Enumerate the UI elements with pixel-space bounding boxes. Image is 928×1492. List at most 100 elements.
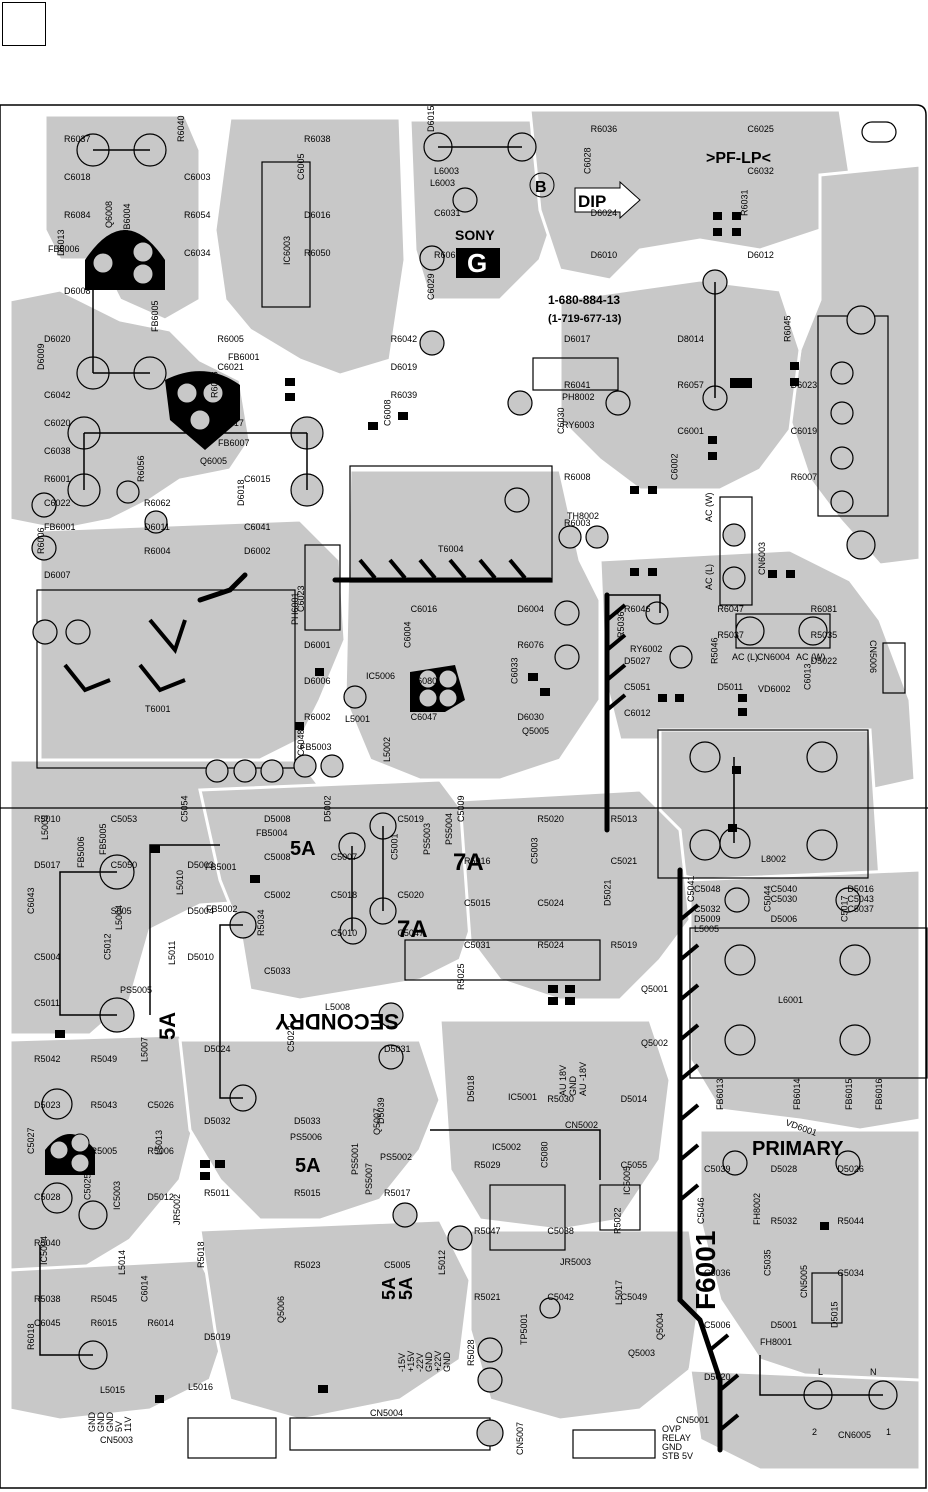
ref-designator: R5021 bbox=[474, 1292, 501, 1302]
ref-designator: D6016 bbox=[304, 210, 331, 220]
ref-designator: C6001 bbox=[677, 426, 704, 436]
ps5003-label: PS5003 bbox=[422, 823, 432, 855]
ref-designator: R5015 bbox=[294, 1188, 321, 1198]
ref-designator: C5002 bbox=[264, 890, 291, 900]
ref-designator: C5041 bbox=[686, 875, 696, 902]
ref-designator: R5035 bbox=[811, 630, 838, 640]
ref-designator: C5050 bbox=[111, 860, 138, 870]
ref-designator: D6011 bbox=[144, 522, 170, 532]
cn5007-label: CN5007 bbox=[515, 1422, 525, 1455]
cn5002-label: CN5002 bbox=[565, 1120, 598, 1130]
ps5006-label: PS5006 bbox=[290, 1132, 322, 1142]
fb6004-label: FB6004 bbox=[122, 203, 132, 235]
ref-designator: R6039 bbox=[391, 390, 418, 400]
l6003-label: L6003 bbox=[430, 178, 455, 188]
ref-designator: R6018 bbox=[26, 1323, 36, 1350]
ref-designator: C5019 bbox=[397, 814, 424, 824]
ic5003-label: IC5003 bbox=[112, 1181, 122, 1210]
ref-designator: D5017 bbox=[34, 860, 61, 870]
ref-designator: R6062 bbox=[144, 498, 171, 508]
ref-designator: C6041 bbox=[244, 522, 271, 532]
ref-designator: D6015 bbox=[426, 105, 436, 132]
fb5006-label: FB5006 bbox=[76, 836, 86, 868]
ref-designator: R6041 bbox=[564, 380, 591, 390]
th8002-label: TH8002 bbox=[567, 511, 599, 521]
ref-designator: D5012 bbox=[147, 1192, 174, 1202]
q5004-label: Q5004 bbox=[655, 1313, 665, 1340]
ref-designator: C5037 bbox=[847, 904, 874, 914]
current-label-3: 7A bbox=[397, 916, 428, 943]
ref-designator: R6042 bbox=[391, 334, 418, 344]
cn5002-pin-1: AU 18V bbox=[558, 1065, 568, 1096]
ref-designator: D6001 bbox=[304, 640, 331, 650]
fb6014-label: FB6014 bbox=[792, 1078, 802, 1110]
ref-designator: R5034 bbox=[256, 909, 266, 936]
cn5004-pin-5: +22V bbox=[433, 1351, 443, 1372]
ref-designator: C5040 bbox=[771, 884, 798, 894]
ref-designator: C6031 bbox=[434, 208, 461, 218]
ps5002-label: PS5002 bbox=[380, 1152, 412, 1162]
ref-designator: L5005 bbox=[694, 924, 719, 934]
cn6003-pin-acl: AC (L) bbox=[704, 564, 714, 590]
cn5004-pin-1: -15V bbox=[397, 1353, 407, 1372]
ref-designator: D5011 bbox=[717, 682, 743, 692]
ref-designator: C5021 bbox=[611, 856, 638, 866]
ref-designator: C6042 bbox=[44, 390, 71, 400]
ref-designator: C6032 bbox=[747, 166, 774, 176]
ref-designator: R5032 bbox=[771, 1216, 798, 1226]
fuse-label: F6001 bbox=[690, 1231, 721, 1310]
ref-designator: D5022 bbox=[811, 656, 838, 666]
ref-designator: R6084 bbox=[64, 210, 91, 220]
ref-designator: R5049 bbox=[91, 1054, 118, 1064]
q5003-label: Q5003 bbox=[628, 1348, 655, 1358]
l5014-label: L5014 bbox=[117, 1250, 127, 1275]
ref-designator: R6063 bbox=[434, 250, 461, 260]
ref-designator: R6008 bbox=[564, 472, 591, 482]
l5008-label: L5008 bbox=[325, 1002, 350, 1012]
board-letter-badge bbox=[456, 248, 500, 278]
ref-designator: R6040 bbox=[176, 115, 186, 142]
ref-designator: R6045 bbox=[783, 315, 793, 342]
ref-designator: R6002 bbox=[304, 712, 331, 722]
ref-designator: D6023 bbox=[791, 380, 818, 390]
l5016-label: L5016 bbox=[188, 1382, 213, 1392]
ref-designator: C5046 bbox=[696, 1197, 706, 1224]
ref-designator: D5019 bbox=[204, 1332, 231, 1342]
ref-designator: C5010 bbox=[331, 928, 358, 938]
ref-designator: R6004 bbox=[144, 546, 171, 556]
cn5001-pin-3: GND bbox=[662, 1442, 683, 1452]
ref-designator: C6047 bbox=[411, 712, 438, 722]
ref-designator: C5011 bbox=[34, 998, 60, 1008]
ref-designator: D8014 bbox=[677, 334, 704, 344]
hatch-marks bbox=[63, 558, 740, 1432]
cn5003-pin-4: 5V bbox=[114, 1421, 124, 1432]
ref-designator: R6080 bbox=[411, 676, 438, 686]
ref-designator: R6031 bbox=[739, 189, 749, 216]
cn5003-pin-1: GND bbox=[87, 1412, 97, 1433]
ref-designator: C6034 bbox=[184, 248, 211, 258]
ref-designator: D5015 bbox=[829, 1301, 839, 1328]
smd-parts bbox=[55, 212, 829, 1403]
ry6002-label: RY6002 bbox=[630, 644, 662, 654]
ref-designator: C5022 bbox=[286, 1025, 296, 1052]
l5013-label: L5013 bbox=[154, 1130, 164, 1155]
ref-designator: D5033 bbox=[294, 1116, 321, 1126]
ref-designator: C5020 bbox=[397, 890, 424, 900]
ref-designator: D5008 bbox=[264, 814, 291, 824]
ref-designator: C6020 bbox=[44, 418, 71, 428]
ic5005-label: IC5005 bbox=[622, 1166, 632, 1195]
ref-designator: C6017 bbox=[217, 418, 244, 428]
cn5003-pin-5: 11V bbox=[123, 1417, 133, 1432]
ref-designator: D6008 bbox=[64, 286, 91, 296]
ref-designator: C6021 bbox=[217, 362, 244, 372]
ref-designator: R5024 bbox=[537, 940, 564, 950]
ref-designator: C5025 bbox=[83, 1173, 93, 1200]
fb6016-label: FB6016 bbox=[874, 1078, 884, 1110]
cn5003-label: CN5003 bbox=[100, 1435, 133, 1445]
l5003-label: L5003 bbox=[40, 815, 50, 840]
ref-designator: R6058 bbox=[209, 371, 219, 398]
ref-designator: D5002 bbox=[323, 795, 333, 822]
ref-designator: C5049 bbox=[621, 1292, 648, 1302]
l6001-label: L6001 bbox=[778, 995, 803, 1005]
ref-designator: L5007 bbox=[139, 1037, 149, 1062]
